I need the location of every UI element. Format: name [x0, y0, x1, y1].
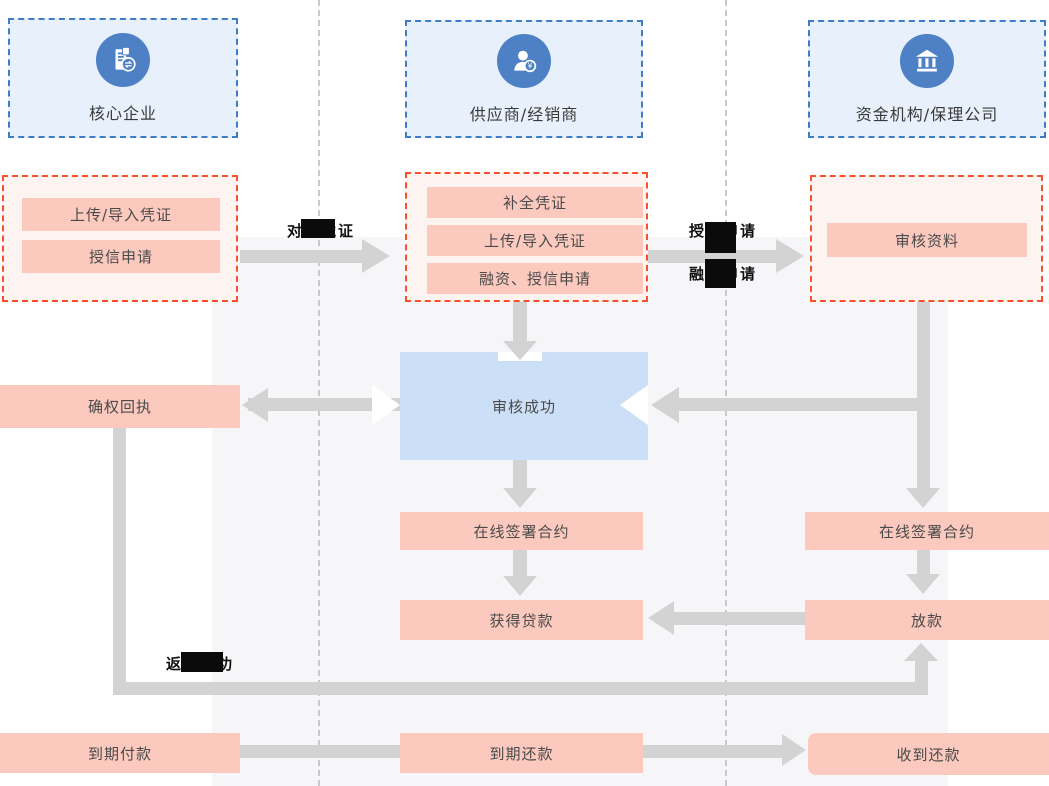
- connector-pay-to-repay: [240, 745, 400, 758]
- arrow-disburse-to-loan: [674, 612, 805, 625]
- return-path-down: [113, 428, 126, 688]
- actor-label: 供应商/经销商: [469, 104, 579, 124]
- node-label: 在线签署合约: [473, 522, 570, 541]
- lane-divider-right: [725, 0, 727, 786]
- arrowhead-down-icon: [503, 488, 537, 508]
- arrow-supplier-to-audit: [513, 302, 527, 342]
- svg-text:¥: ¥: [527, 61, 532, 70]
- step-upload-voucher-supplier: 上传/导入凭证: [427, 225, 643, 256]
- arrow-funder-down: [917, 302, 930, 488]
- return-path-across: [113, 682, 928, 695]
- return-path-up: [915, 661, 928, 689]
- node-confirm-receipt: 确权回执: [0, 385, 240, 428]
- arrow-sign-to-loan: [513, 550, 527, 578]
- step-upload-voucher-core: 上传/导入凭证: [22, 198, 220, 231]
- arrowhead-right-icon: [776, 239, 804, 273]
- node-label: 审核成功: [491, 397, 556, 416]
- step-credit-apply-core: 授信申请: [22, 240, 220, 273]
- arrow-supplier-to-funder: [648, 250, 776, 263]
- node-receive-repayment: 收到还款: [808, 733, 1049, 775]
- arrow-audit-to-sign: [513, 460, 527, 490]
- group-core-actions: [2, 175, 238, 302]
- arrowhead-left-icon: [242, 388, 268, 422]
- actor-card-funder: 资金机构/保理公司: [808, 20, 1046, 138]
- lane-divider-left: [318, 0, 320, 786]
- node-disburse: 放款: [805, 600, 1049, 640]
- arrowhead-down-icon: [906, 574, 940, 594]
- node-label: 获得贷款: [489, 611, 554, 630]
- notch: [620, 385, 648, 425]
- arrow-funder-to-audit: [679, 398, 930, 411]
- render-artifact: [705, 259, 736, 288]
- node-label: 到期付款: [87, 744, 152, 763]
- enterprise-icon: [96, 32, 150, 87]
- node-sign-contract-funder: 在线签署合约: [805, 512, 1049, 550]
- arrowhead-down-icon: [906, 488, 940, 508]
- arrowhead-right-icon: [362, 239, 390, 273]
- step-complete-voucher: 补全凭证: [427, 187, 643, 218]
- arrowhead-left-icon: [651, 387, 679, 423]
- node-repay-on-due: 到期还款: [400, 733, 643, 773]
- node-pay-on-due: 到期付款: [0, 733, 240, 773]
- node-label: 确权回执: [87, 398, 152, 416]
- arrow-sign-to-disburse: [917, 550, 930, 576]
- node-label: 到期还款: [489, 744, 554, 763]
- arrow-repay-to-receive: [643, 745, 782, 758]
- node-label: 收到还款: [896, 745, 961, 764]
- supplier-icon: ¥: [497, 33, 551, 88]
- node-audit-success: 审核成功: [400, 352, 648, 460]
- arrowhead-down-icon: [503, 341, 537, 360]
- arrowhead-left-icon: [648, 601, 674, 635]
- node-label: 在线签署合约: [878, 522, 975, 541]
- render-artifact: [181, 652, 223, 672]
- node-obtain-loan: 获得贷款: [400, 600, 643, 640]
- render-artifact: [301, 219, 335, 238]
- arrowhead-right-icon: [782, 734, 806, 766]
- arrowhead-up-icon: [904, 643, 938, 661]
- step-review-materials: 审核资料: [827, 223, 1027, 257]
- actor-card-supplier: ¥ 供应商/经销商: [405, 20, 643, 138]
- actor-label: 核心企业: [88, 103, 157, 123]
- arrow-core-to-supplier: [240, 250, 364, 263]
- bank-icon: [900, 33, 954, 88]
- arrowhead-down-icon: [503, 576, 537, 596]
- step-financing-credit-apply: 融资、授信申请: [427, 263, 643, 294]
- actor-card-core-enterprise: 核心企业: [8, 18, 238, 138]
- node-label: 放款: [910, 611, 943, 630]
- render-artifact: [705, 222, 736, 253]
- notch: [372, 385, 400, 425]
- node-sign-contract-supplier: 在线签署合约: [400, 512, 643, 550]
- actor-label: 资金机构/保理公司: [855, 104, 999, 124]
- arrow-audit-to-receipt: [248, 398, 400, 411]
